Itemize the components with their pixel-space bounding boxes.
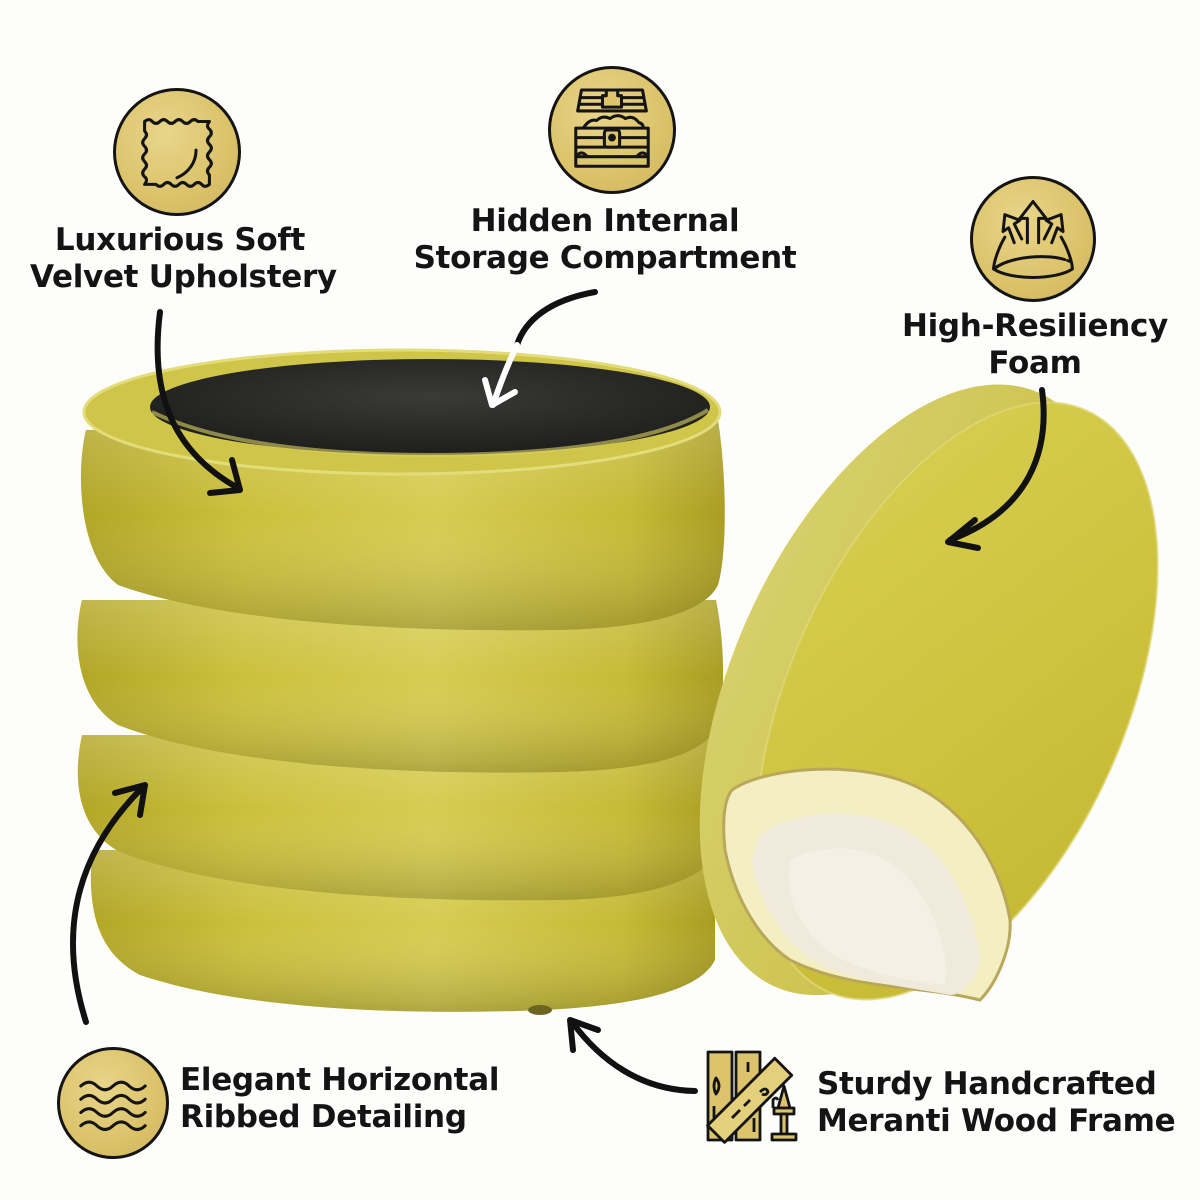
foam-feature-label: High-Resiliency Foam — [901, 308, 1169, 381]
storage-feature-label: Hidden Internal Storage Compartment — [413, 203, 797, 276]
foam-cutaway — [722, 767, 1012, 1002]
velvet-feature-badge — [113, 88, 241, 216]
storage-feature-badge — [548, 66, 676, 194]
frame-feature-label: Sturdy Handcrafted Meranti Wood Frame — [817, 1066, 1176, 1139]
foam-feature-badge — [970, 176, 1096, 302]
ottoman-body — [77, 348, 725, 1015]
wavy-lines-icon — [79, 1080, 147, 1132]
callout-arrows — [70, 289, 1047, 1094]
cushion-rebound-arrows-icon — [992, 200, 1074, 279]
ribbed-feature-label: Elegant Horizontal Ribbed Detailing — [180, 1062, 500, 1135]
treasure-chest-icon — [574, 88, 650, 168]
frame-feature-icon-wrap — [702, 1048, 812, 1148]
wood-planks-nail-icon — [706, 1050, 798, 1144]
fabric-swatch-icon — [141, 118, 213, 188]
ribbed-feature-badge — [57, 1047, 169, 1159]
velvet-feature-label: Luxurious Soft Velvet Upholstery — [30, 222, 337, 295]
